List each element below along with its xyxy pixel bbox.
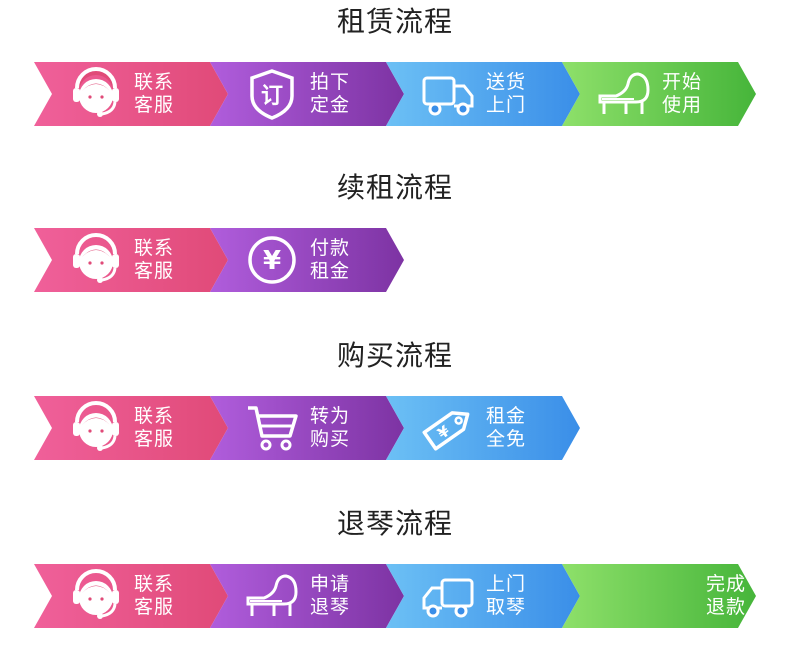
price-tag-icon: ¥ [420, 400, 476, 456]
step-label: 完成退款 [705, 573, 746, 618]
flow-purchase: 联系客服 转为购买 ¥ 租金全免 [0, 396, 790, 460]
step-label: 租金全免 [486, 405, 527, 450]
svg-text:订: 订 [261, 84, 283, 109]
section-title-purchase: 购买流程 [336, 339, 453, 372]
step-convert-purchase: 转为购买 [210, 396, 410, 460]
step-rent-waived: ¥ 租金全免 [386, 396, 586, 460]
customer-service-icon [68, 66, 124, 122]
step-pay-deposit: 订 拍下定金 [210, 62, 410, 126]
step-contact-service: 联系客服 [34, 228, 234, 292]
step-contact-service: 联系客服 [34, 564, 234, 628]
yen-coin-icon: ¥ [244, 232, 300, 288]
grand-piano-icon [596, 66, 652, 122]
step-home-delivery: 送货上门 [386, 62, 586, 126]
step-apply-return: 申请退琴 [210, 564, 410, 628]
step-label: 联系客服 [134, 573, 175, 618]
step-contact-service: 联系客服 [34, 396, 234, 460]
step-home-pickup: 上门取琴 [386, 564, 586, 628]
step-pay-rent: ¥ 付款租金 [210, 228, 410, 292]
step-contact-service: 联系客服 [34, 62, 234, 126]
step-label: 申请退琴 [310, 573, 351, 618]
flow-rental: 联系客服 订 拍下定金 送货上门 开始使用 [0, 62, 790, 126]
step-label: 联系客服 [134, 71, 175, 116]
step-label: 上门取琴 [486, 573, 527, 618]
customer-service-icon [68, 400, 124, 456]
section-title-return: 退琴流程 [336, 507, 453, 540]
customer-service-icon [68, 232, 124, 288]
grand-piano-icon [244, 568, 300, 624]
order-badge-icon: 订 [244, 66, 300, 122]
svg-text:¥: ¥ [263, 246, 281, 276]
delivery-truck-icon [420, 568, 476, 624]
section-title-renewal: 续租流程 [336, 171, 453, 204]
step-label: 付款租金 [310, 237, 351, 282]
flow-renewal: 联系客服 ¥ 付款租金 [0, 228, 790, 292]
section-title-rental: 租赁流程 [336, 5, 453, 38]
step-label: 联系客服 [134, 405, 175, 450]
step-label: 转为购买 [310, 405, 351, 450]
step-start-use: 开始使用 [562, 62, 762, 126]
step-label: 开始使用 [662, 71, 703, 116]
step-label: 送货上门 [486, 71, 527, 116]
step-label: 联系客服 [134, 237, 175, 282]
customer-service-icon [68, 568, 124, 624]
flow-return: 联系客服 申请退琴 上门取琴 完成退款 [0, 564, 790, 628]
step-label: 拍下定金 [310, 71, 351, 116]
delivery-truck-icon [420, 66, 476, 122]
step-complete-refund: 完成退款 [562, 564, 762, 628]
shopping-cart-icon [244, 400, 300, 456]
